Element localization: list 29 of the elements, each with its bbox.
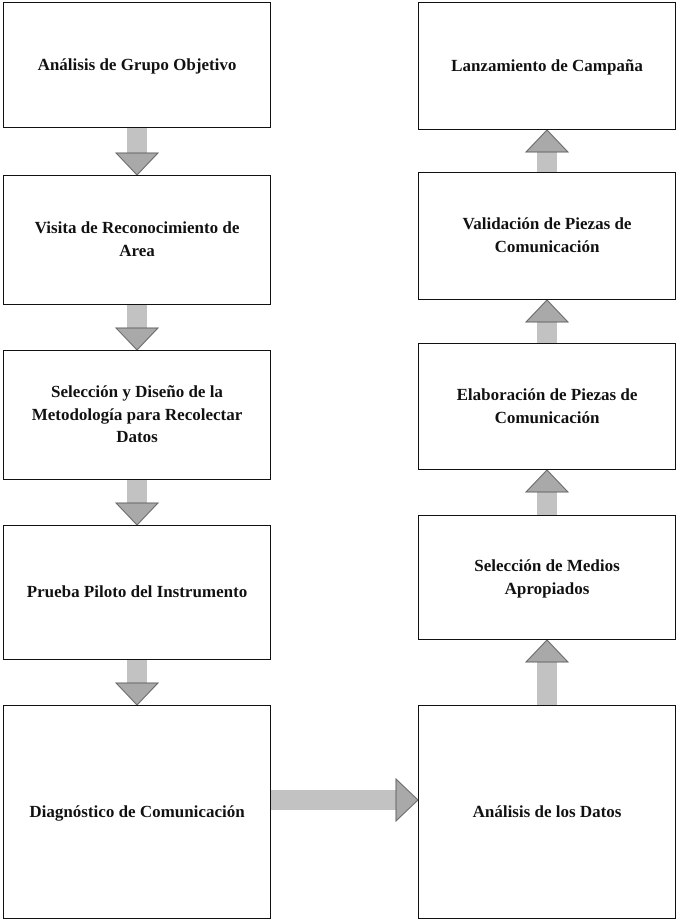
- step-label: Prueba Piloto del Instrumento: [26, 581, 248, 604]
- arrow: [526, 640, 568, 705]
- process-box: [3, 525, 271, 660]
- arrow: [526, 130, 568, 172]
- step-label: Selección y Diseño de la Metodología para Recolectar Datos: [30, 380, 244, 448]
- arrow: [116, 128, 158, 176]
- arrow: [116, 305, 158, 350]
- arrow: [526, 300, 568, 343]
- process-box: [3, 2, 271, 128]
- arrow: [116, 660, 158, 706]
- process-box: [3, 705, 271, 919]
- step-label: Validación de Piezas de Comunicación: [462, 213, 632, 258]
- process-box: [418, 515, 676, 640]
- step-label: Elaboración de Piezas de Comunicación: [456, 384, 638, 428]
- process-box: [418, 172, 676, 300]
- step-label: Diagnóstico de Comunicación: [29, 800, 245, 823]
- process-box: [418, 343, 676, 470]
- process-box: [3, 350, 271, 480]
- step-label: Visita de Reconocimiento de Area: [34, 217, 240, 262]
- arrow: [526, 470, 568, 515]
- step-label: Análisis de los Datos: [472, 800, 622, 823]
- step-label: Selección de Medios Apropiados: [473, 554, 621, 600]
- process-box: [418, 705, 676, 919]
- process-box: [3, 175, 271, 305]
- step-label: Análisis de Grupo Objetivo: [38, 54, 236, 76]
- arrow: [116, 480, 158, 526]
- process-box: [418, 2, 676, 130]
- step-label: Lanzamiento de Campaña: [451, 54, 643, 77]
- arrow: [271, 778, 418, 822]
